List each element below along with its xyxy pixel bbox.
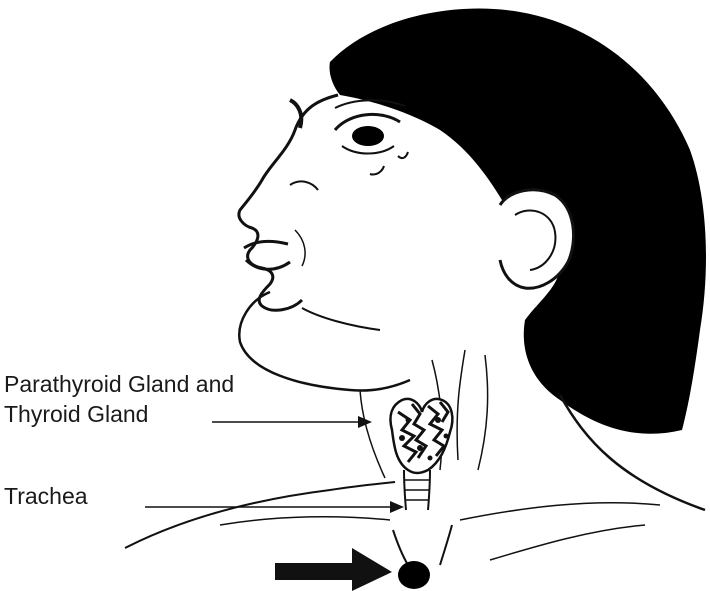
neck-front-left — [360, 390, 385, 478]
label-trachea: Trachea — [4, 483, 88, 509]
trachea-pointer-arrowhead — [390, 501, 404, 513]
nostril — [290, 181, 318, 190]
label-parathyroid-line1: Parathyroid Gland and — [4, 371, 234, 397]
thyroid-gland — [390, 399, 452, 473]
upper-lip — [244, 241, 288, 248]
chin-underside — [302, 308, 380, 330]
label-parathyroid-line2: Thyroid Gland — [4, 401, 148, 427]
pointing-arrow — [275, 548, 392, 591]
collarbone-left — [220, 517, 390, 525]
nose-bridge-shading — [290, 100, 301, 128]
neck-side-muscle-right — [457, 350, 488, 470]
collarbone-right — [460, 503, 660, 520]
lower-lip — [246, 260, 290, 269]
lower-eyelid — [342, 146, 394, 154]
shoulder-left — [125, 482, 395, 548]
trachea-rings — [404, 480, 430, 500]
cheek-shading — [370, 152, 408, 175]
shoulder-right — [490, 525, 645, 560]
thyroid-pointer-arrowhead — [358, 416, 372, 428]
sternal-notch — [393, 525, 452, 565]
mouth-crease — [295, 230, 305, 266]
jugular-notch-dot — [398, 561, 430, 589]
eye — [352, 126, 384, 146]
face-profile — [239, 95, 338, 310]
